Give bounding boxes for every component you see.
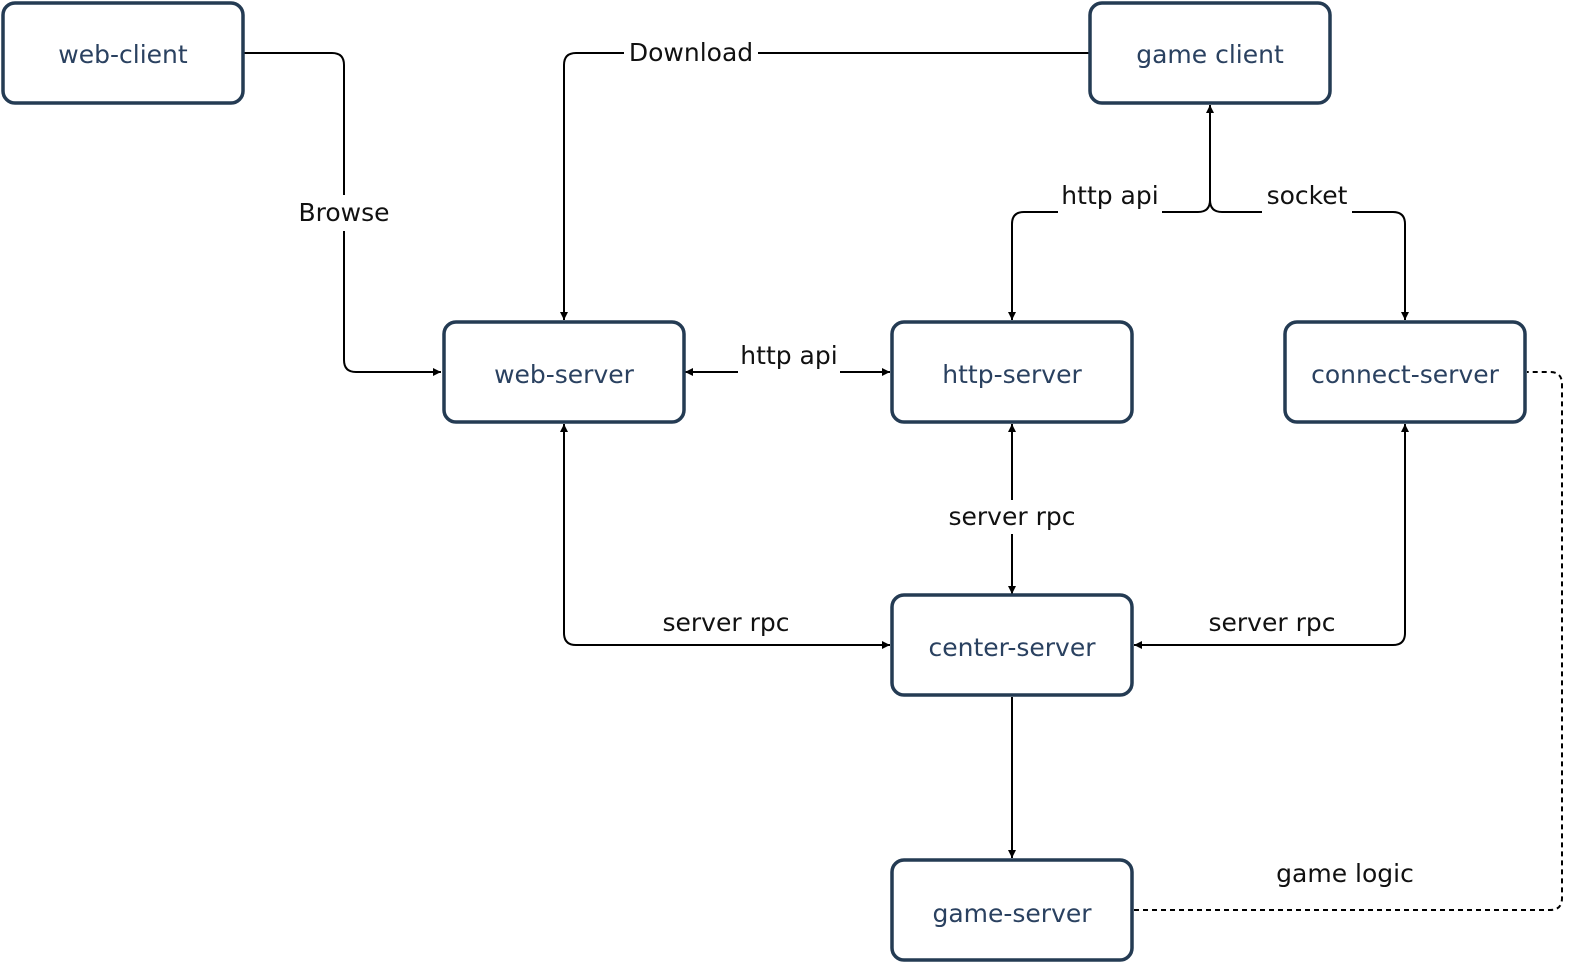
label-browse: Browse [298, 198, 389, 227]
node-center-server: center-server [890, 593, 1134, 697]
label-server-rpc-web: server rpc [663, 608, 790, 637]
label-server-rpc-http: server rpc [949, 502, 1076, 531]
node-center-server-label: center-server [929, 633, 1097, 662]
edge-socket [1209, 199, 1409, 320]
label-game-logic: game logic [1276, 859, 1414, 888]
label-server-rpc-connect: server rpc [1209, 608, 1336, 637]
node-game-client-label: game client [1136, 40, 1284, 69]
node-web-server-label: web-server [494, 360, 635, 389]
node-connect-server: connect-server [1283, 320, 1527, 424]
label-download: Download [629, 38, 753, 67]
edge-download [560, 52, 1090, 320]
node-http-server-label: http-server [942, 360, 1082, 389]
label-http-api-client: http api [1061, 181, 1158, 210]
edge-server-rpc-connect [1134, 424, 1409, 649]
node-connect-server-label: connect-server [1311, 360, 1500, 389]
label-socket: socket [1267, 181, 1348, 210]
node-http-server: http-server [890, 320, 1134, 424]
node-game-server-label: game-server [932, 899, 1092, 928]
node-game-server: game-server [890, 858, 1134, 962]
node-game-client: game client [1088, 1, 1332, 105]
node-web-client: web-client [1, 1, 245, 105]
edge-server-rpc-web [560, 424, 890, 649]
label-http-api-web: http api [740, 341, 837, 370]
node-web-client-label: web-client [58, 40, 188, 69]
edge-game-logic [1134, 371, 1563, 911]
node-web-server: web-server [442, 320, 686, 424]
